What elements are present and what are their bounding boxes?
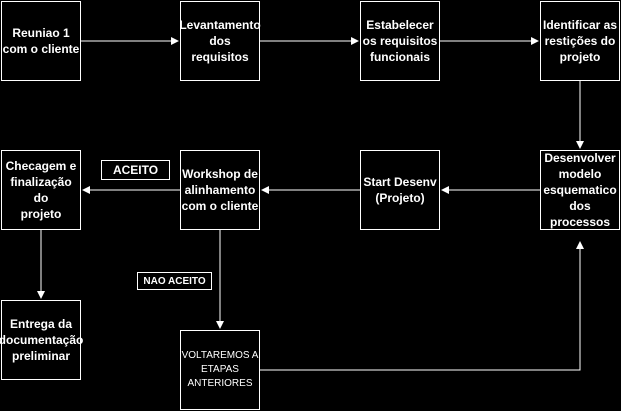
node-checagem-finalizacao[interactable]: Checagem e finalização do projeto — [1, 150, 81, 230]
label-aceito: ACEITO — [101, 160, 170, 180]
arrow-voltaremos-to-desenvolver — [260, 241, 584, 371]
node-entrega-documentacao[interactable]: Entrega da documentação preliminar — [0, 300, 83, 380]
node-estabelecer-requisitos[interactable]: Estabelecer os requisitos funcionais — [360, 1, 440, 81]
label-nao-aceito: NAO ACEITO — [137, 272, 212, 290]
node-identificar-restricoes[interactable]: Identificar as restições do projeto — [540, 1, 620, 81]
node-desenvolver-modelo[interactable]: Desenvolver modelo esquematico dos proce… — [540, 150, 620, 230]
node-start-desenv[interactable]: Start Desenv (Projeto) — [360, 150, 440, 230]
node-levantamento-requisitos[interactable]: Levantamento dos requisitos — [179, 1, 261, 81]
node-voltaremos-etapas[interactable]: VOLTAREMOS A ETAPAS ANTERIORES — [180, 330, 260, 410]
node-workshop-alinhamento[interactable]: Workshop de alinhamento com o cliente — [180, 150, 260, 230]
node-reuniao-cliente[interactable]: Reuniao 1 com o cliente — [1, 1, 81, 81]
